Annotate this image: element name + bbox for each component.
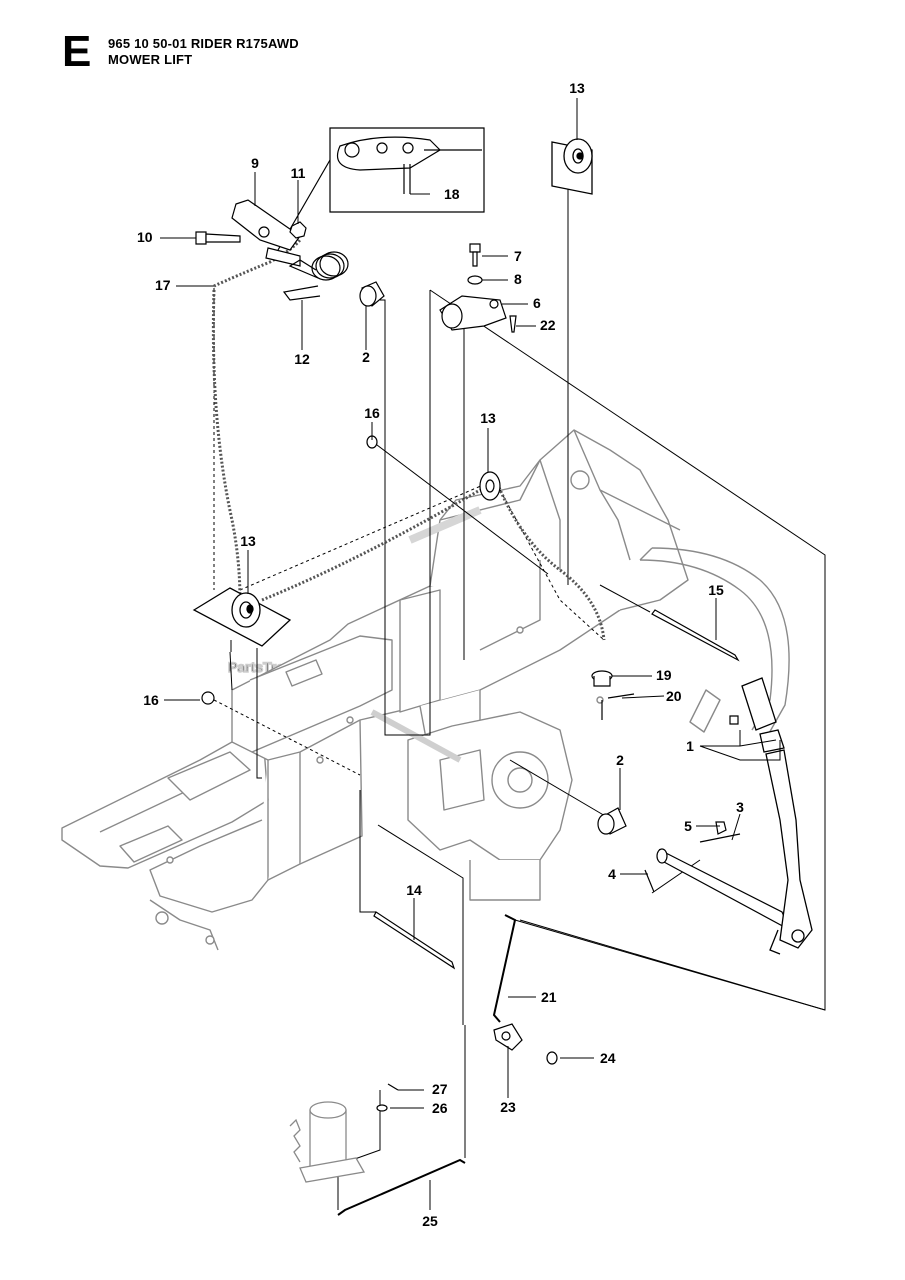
bracket-6: [439, 295, 507, 331]
dashed-lines: [213, 288, 605, 776]
bushing-2-lower: [597, 807, 627, 835]
callout-4: 4: [608, 866, 616, 882]
callout-12: 12: [294, 351, 310, 367]
rod-21: [492, 914, 517, 1023]
shaft-15: [651, 609, 740, 662]
callout-19: 19: [656, 667, 672, 683]
model-line: 965 10 50-01 RIDER R175AWD: [108, 36, 299, 51]
screw-5: [715, 821, 727, 835]
callout-9: 9: [251, 155, 259, 171]
callout-7: 7: [514, 248, 522, 264]
washer-24: [546, 1051, 558, 1065]
chain-17: [211, 239, 606, 641]
bracket-9: [231, 199, 301, 267]
callout-18: 18: [444, 186, 460, 202]
pin-20: [601, 693, 635, 720]
bushing-2: [359, 281, 385, 307]
pulley-icon: [192, 587, 292, 647]
callout-11: 11: [291, 165, 306, 181]
callout-3: 3: [736, 799, 744, 815]
callout-13-top: 13: [569, 80, 585, 96]
callout-25: 25: [422, 1213, 438, 1229]
callout-17: 17: [155, 277, 171, 293]
callout-23: 23: [500, 1099, 516, 1115]
bolt-7: [469, 243, 481, 267]
bolt-10: [195, 231, 241, 245]
washer-8: [467, 275, 483, 285]
pin-22: [509, 315, 517, 333]
callout-8: 8: [514, 271, 522, 287]
callout-14: 14: [406, 882, 422, 898]
spring-bracket-assembly: [289, 1101, 366, 1183]
lift-shaft: [656, 833, 792, 932]
bushing-19: [591, 670, 613, 687]
pin-27: [387, 1083, 399, 1091]
callout-10: 10: [137, 229, 153, 245]
callout-13-mid: 13: [480, 410, 496, 426]
callout-6: 6: [533, 295, 541, 311]
callout-labels: 13 9 11 18 10 7 8 17 6 22 12 2 16 13 13 …: [137, 80, 744, 1229]
spring-12: [282, 251, 349, 301]
callout-2-lower: 2: [616, 752, 624, 768]
callout-1: 1: [686, 738, 694, 754]
callout-21: 21: [541, 989, 557, 1005]
callout-leaders: [160, 98, 781, 1210]
chassis-frame: [61, 429, 790, 951]
callout-16-left: 16: [143, 692, 159, 708]
callout-20: 20: [666, 688, 682, 704]
callout-15: 15: [708, 582, 724, 598]
screw-1: [729, 715, 739, 725]
lift-lever-1: [741, 677, 813, 955]
assembly-title: MOWER LIFT: [108, 52, 193, 67]
callout-24: 24: [600, 1050, 616, 1066]
callout-22: 22: [540, 317, 556, 333]
callout-27: 27: [432, 1081, 448, 1097]
nut-11: [289, 221, 307, 239]
callout-13-left: 13: [240, 533, 256, 549]
assembly-lines: [229, 168, 826, 1210]
rod-25: [337, 1158, 466, 1216]
washer-26: [376, 1104, 388, 1112]
pulley-icon: [479, 471, 501, 501]
callout-2-top: 2: [362, 349, 370, 365]
callout-5: 5: [684, 818, 692, 834]
callout-16-top: 16: [364, 405, 380, 421]
pulley-icon: [551, 138, 593, 195]
link-plate-23: [493, 1023, 523, 1051]
section-letter: E: [62, 27, 92, 76]
callout-26: 26: [432, 1100, 448, 1116]
clip-16-left: [201, 691, 215, 705]
pin-4: [644, 869, 655, 893]
